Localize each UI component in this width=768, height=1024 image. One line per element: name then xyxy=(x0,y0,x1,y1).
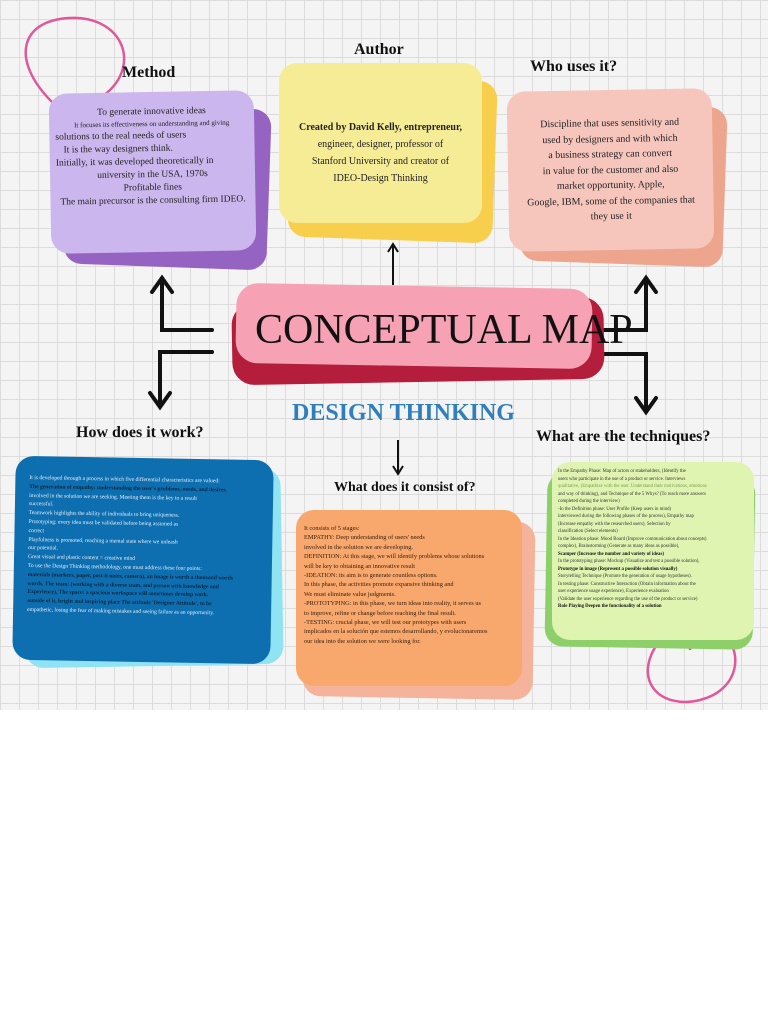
who-uses-it-card: Discipline that uses sensitivity and use… xyxy=(506,88,715,252)
consist-line: It consists of 5 stages: xyxy=(304,525,360,532)
tech-line: In the prototyping phase: Mockup (Visual… xyxy=(558,559,700,564)
tech-line: Scamper (Increase the number and variety… xyxy=(558,551,664,557)
how-does-it-work-card: It is developed through a process in whi… xyxy=(12,455,274,665)
heading-method: Method xyxy=(122,64,176,81)
consist-line: implicados en la solución que estemos de… xyxy=(304,628,488,636)
consist-line: In this phase, the activities promote ex… xyxy=(304,581,454,589)
concept-map-canvas: Method Author Who uses it? How does it w… xyxy=(0,0,768,710)
what-are-the-techniques-card: In the Empathy Phase: Map of actors or s… xyxy=(552,462,754,640)
tech-line: user experience usage experience), Exper… xyxy=(558,589,669,594)
heading-how-does-it-work: How does it work? xyxy=(76,424,204,441)
arrow-to-techniques xyxy=(596,352,658,416)
consist-line: involved in the solution we are developi… xyxy=(304,543,413,551)
method-line: The main precursor is the consulting fir… xyxy=(60,194,246,208)
method-card: To generate innovative ideas It focuses … xyxy=(48,90,257,254)
map-title: CONCEPTUAL MAP xyxy=(255,307,633,353)
tech-line: and way of thinking), and Technique of t… xyxy=(558,491,706,497)
author-line: IDEO-Design Thinking xyxy=(333,173,428,184)
pink-loop-top-left xyxy=(24,16,126,104)
who-text: Discipline that uses sensitivity and use… xyxy=(507,88,715,252)
what-does-it-consist-of-card: It consists of 5 stages: EMPATHY: Deep u… xyxy=(296,510,522,686)
tech-line: users who participate in the use of a pr… xyxy=(558,476,686,482)
map-subtitle: DESIGN THINKING xyxy=(292,400,515,426)
tech-line: In the Ideation phase: Mood Board (Impro… xyxy=(558,536,707,542)
tech-line: classification (Select elements) xyxy=(558,529,618,534)
consist-line: will be key to obtaining an innovative r… xyxy=(304,562,416,570)
arrow-to-how xyxy=(148,350,214,411)
techniques-text: In the Empathy Phase: Map of actors or s… xyxy=(552,462,754,640)
tech-line: In testing phase: Constructive Interacti… xyxy=(558,581,696,587)
heading-what-does-it-consist-of: What does it consist of? xyxy=(334,480,476,495)
consist-line: -PROTOTYPING: in this phase, we turn ide… xyxy=(304,600,481,608)
consist-line: -IDEATION: its aim is to generate countl… xyxy=(304,572,438,580)
tech-line: complex), Brainstorming (Generate as man… xyxy=(558,544,680,549)
author-line: Stanford University and creator of xyxy=(311,156,450,167)
tech-line: -In the Definition phase: User Profile (… xyxy=(558,506,672,512)
tech-line: In the Empathy Phase: Map of actors or s… xyxy=(558,469,686,474)
consist-line: DEFINITION: At this stage, we will ident… xyxy=(304,553,485,561)
author-line: Created by David Kelly, entrepreneur, xyxy=(299,122,462,133)
arrow-to-method xyxy=(150,274,214,332)
method-text: To generate innovative ideas It focuses … xyxy=(49,90,257,254)
author-card: Created by David Kelly, entrepreneur, en… xyxy=(279,63,482,223)
tech-line: Role Playing Deepen the functionality of… xyxy=(558,604,662,609)
heading-what-are-the-techniques: What are the techniques? xyxy=(536,428,711,445)
consist-line: EMPATHY: Deep understanding of users' ne… xyxy=(304,534,425,542)
how-text: It is developed through a process in whi… xyxy=(12,456,274,664)
tech-line: Prototype in image (Represent a possible… xyxy=(558,566,678,572)
tech-line: (Increase empathy with the researched us… xyxy=(558,521,671,527)
tech-line: Storytelling Technique (Promote the gene… xyxy=(558,574,692,579)
author-text: Created by David Kelly, entrepreneur, en… xyxy=(279,63,482,223)
consist-line: our idea into the solution we were looki… xyxy=(304,637,421,645)
tech-line: qualitative, (Empathize with the user. U… xyxy=(558,484,707,489)
arrow-to-consist xyxy=(392,440,404,476)
arrow-to-author xyxy=(387,242,399,285)
heading-author: Author xyxy=(354,41,404,58)
author-line: engineer, designer, professor of xyxy=(317,139,444,150)
tech-line: (Validate the user experience regarding … xyxy=(558,596,698,602)
consist-line: We must eliminate value judgments. xyxy=(304,590,396,598)
consist-line: to improve, refine or change before reac… xyxy=(304,609,456,617)
heading-who-uses-it: Who uses it? xyxy=(530,58,618,75)
arrow-to-who xyxy=(594,274,658,332)
consist-line: -TESTING: crucial phase, we will test ou… xyxy=(304,619,467,627)
consist-text: It consists of 5 stages: EMPATHY: Deep u… xyxy=(296,510,522,686)
tech-line: completed during the interview) xyxy=(558,499,620,504)
connector-layer xyxy=(24,16,737,704)
tech-line: interviewed during the following phases … xyxy=(558,514,694,519)
